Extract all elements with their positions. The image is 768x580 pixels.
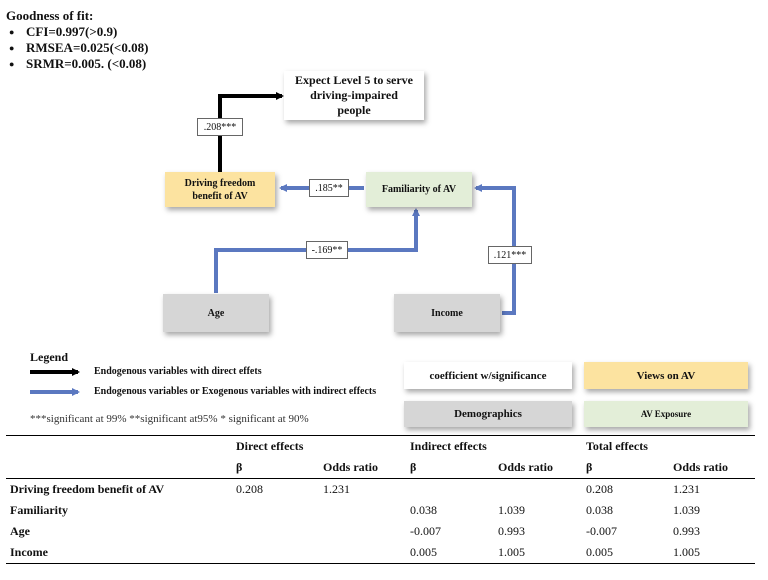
node-age-label: Age [207, 307, 225, 319]
legend-black-arrow-text: Endogenous variables with direct effets [94, 366, 262, 377]
row-label: Income [6, 542, 232, 564]
table-row: Income 0.005 1.005 0.005 1.005 [6, 542, 755, 564]
table-cell: 1.231 [673, 482, 700, 496]
table-cell: 0.208 [236, 482, 263, 496]
col-total-beta: β [582, 457, 669, 479]
row-label: Driving freedom benefit of AV [10, 482, 165, 496]
goodness-of-fit-title: Goodness of fit: [6, 8, 94, 23]
legend-exposure-box: AV Exposure [584, 401, 748, 427]
table-cell: 0.993 [498, 524, 525, 538]
legend-demographics-box: Demographics [404, 401, 572, 427]
table-cell: 0.005 [582, 542, 669, 564]
table-cell: 1.005 [494, 542, 582, 564]
node-familiarity: Familiarity of AV [366, 172, 472, 207]
coef-income-to-familiarity: .121*** [488, 246, 532, 264]
group-indirect-effects: Indirect effects [406, 435, 582, 457]
table-cell [494, 479, 582, 501]
table-row: Driving freedom benefit of AV 0.208 1.23… [6, 479, 755, 501]
node-expect-level5-label: Expect Level 5 to serve driving-impaired… [295, 73, 413, 117]
table-cell: 0.993 [673, 524, 700, 538]
node-familiarity-label: Familiarity of AV [381, 184, 457, 195]
table-group-header: Direct effects Indirect effects Total ef… [6, 435, 755, 457]
fit-index-rmsea: RMSEA=0.025(<0.08) [6, 40, 148, 56]
table-cell: 1.039 [673, 503, 700, 517]
legend-blue-arrow-text: Endogenous variables or Exogenous variab… [94, 386, 377, 397]
significance-note: ***significant at 99% **significant at95… [30, 413, 309, 425]
table-subheader: β Odds ratio β Odds ratio β Odds ratio [6, 457, 755, 479]
legend-exposure-label: AV Exposure [640, 409, 692, 419]
table-cell: 0.038 [586, 503, 613, 517]
table-cell: 1.231 [323, 482, 350, 496]
legend-views-box: Views on AV [584, 362, 748, 389]
table-cell [319, 500, 406, 521]
row-label: Age [10, 524, 30, 538]
table-subheader-blank [6, 457, 232, 479]
table-row: Age -0.007 0.993 -0.007 0.993 [6, 521, 755, 542]
node-driving-freedom-label: Driving freedom benefit of AV [184, 177, 256, 202]
col-direct-beta: β [232, 457, 319, 479]
node-income-label: Income [431, 307, 463, 319]
table-corner [6, 435, 232, 457]
effects-table: Direct effects Indirect effects Total ef… [6, 435, 755, 564]
node-driving-freedom: Driving freedom benefit of AV [165, 172, 275, 207]
node-age: Age [163, 294, 269, 332]
col-total-odds: Odds ratio [669, 457, 755, 479]
group-total-effects: Total effects [582, 435, 755, 457]
table-cell [406, 479, 494, 501]
node-expect-level5: Expect Level 5 to serve driving-impaired… [284, 71, 424, 120]
coef-age-to-familiarity: -.169** [306, 241, 348, 259]
group-direct-effects: Direct effects [232, 435, 406, 457]
table-cell [232, 500, 319, 521]
coef-driving-to-expect: .208*** [197, 118, 243, 136]
fit-index-srmr: SRMR=0.005. (<0.08) [6, 56, 148, 72]
table-cell: 0.208 [586, 482, 613, 496]
coef-familiarity-to-driving: .185** [309, 179, 349, 197]
table-cell: -0.007 [586, 524, 617, 538]
table-cell [232, 521, 319, 542]
col-indirect-beta: β [406, 457, 494, 479]
arrow-driving-to-expect [218, 92, 284, 172]
legend-coefficient-box: coefficient w/significance [404, 362, 572, 389]
goodness-of-fit: Goodness of fit: CFI=0.997(>0.9) RMSEA=0… [6, 8, 148, 72]
table-cell: -0.007 [410, 524, 441, 538]
legend-coefficient-label: coefficient w/significance [429, 369, 547, 382]
table-cell: 0.005 [406, 542, 494, 564]
legend-views-label: Views on AV [636, 369, 696, 382]
fit-index-cfi: CFI=0.997(>0.9) [6, 24, 148, 40]
table-cell [232, 542, 319, 564]
legend-demographics-label: Demographics [454, 408, 522, 420]
table-cell [319, 542, 406, 564]
table-row: Familiarity 0.038 1.039 0.038 1.039 [6, 500, 755, 521]
table-cell: 1.005 [669, 542, 755, 564]
table-cell [319, 521, 406, 542]
table-cell: 0.038 [410, 503, 437, 517]
row-label: Familiarity [10, 503, 68, 517]
node-income: Income [394, 294, 500, 332]
col-direct-odds: Odds ratio [319, 457, 406, 479]
table-cell: 1.039 [498, 503, 525, 517]
col-indirect-odds: Odds ratio [494, 457, 582, 479]
legend-title: Legend [30, 350, 69, 364]
goodness-of-fit-list: CFI=0.997(>0.9) RMSEA=0.025(<0.08) SRMR=… [6, 24, 148, 72]
